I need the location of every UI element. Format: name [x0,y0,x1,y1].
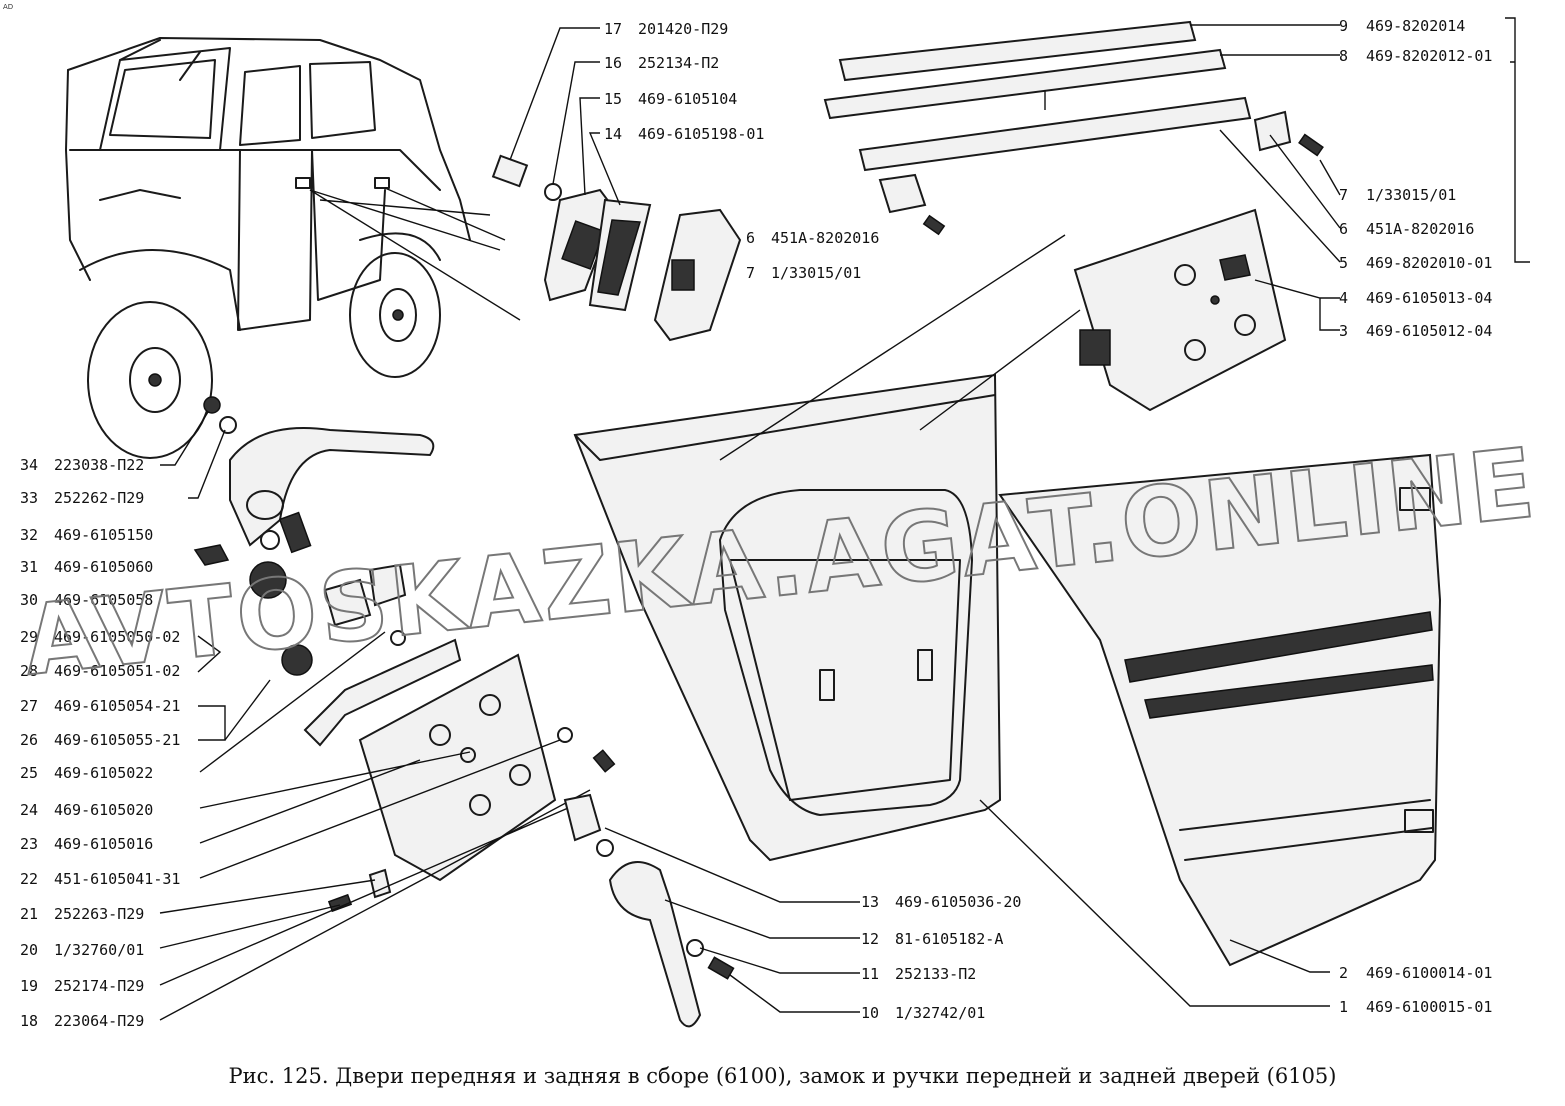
callout-part-code: 469-6105020 [54,801,153,819]
callout-part-code: 81-6105182-А [895,930,1003,948]
callout-number: 14 [604,125,622,143]
callout-number: 32 [20,526,38,544]
callout-part-code: 252263-П29 [54,905,144,923]
callout-part-code: 469-6105012-04 [1366,322,1492,340]
callout-part-code: 469-6105054-21 [54,697,180,715]
callout-number: 7 [1339,186,1348,204]
callout-number: 16 [604,54,622,72]
callout-part-code: 469-6100015-01 [1366,998,1492,1016]
callout-number: 8 [1339,47,1348,65]
callout-number: 33 [20,489,38,507]
callout-number: 29 [20,628,38,646]
callout-number: 7 [746,264,755,282]
callout-part-code: 451-6105041-31 [54,870,180,888]
callout-part-code: 469-6105016 [54,835,153,853]
callout-part-code: 223038-П22 [54,456,144,474]
callout-number: 19 [20,977,38,995]
callout-part-code: 252133-П2 [895,965,976,983]
callout-number: 1 [1339,998,1348,1016]
callouts-top: 17 201420-П29 16 252134-П2 15 469-6105104 14 46… [604,20,765,143]
figure-caption: Рис. 125. Двери передняя и задняя в сбор… [228,1064,1337,1088]
lock-mechanism [1073,208,1340,412]
callout-part-code: 451А-8202016 [771,229,879,247]
callout-part-code: 469-6105198-01 [638,125,764,143]
callout-number: 11 [861,965,879,983]
callout-part-code: 469-8202012-01 [1366,47,1492,65]
vehicle-illustration [65,37,521,459]
callout-part-code: 469-8202010-01 [1366,254,1492,272]
callout-part-code: 252134-П2 [638,54,719,72]
callout-number: 6 [1339,220,1348,238]
callout-part-code: 469-6105050-02 [54,628,180,646]
callout-number: 6 [746,229,755,247]
callouts-mid: 6 451А-8202016 7 1/33015/01 [746,229,879,282]
callout-part-code: 469-6105060 [54,558,153,576]
callout-part-code: 1/33015/01 [1366,186,1456,204]
callout-part-code: 1/32742/01 [895,1004,985,1022]
callout-number: 23 [20,835,38,853]
callouts-bottom: 13 469-6105036-20 12 81-6105182-А 11 252133-П… [861,893,1022,1022]
callout-number: 34 [20,456,38,474]
callout-number: 10 [861,1004,879,1022]
callout-part-code: 1/32760/01 [54,941,144,959]
door-check-rails [823,17,1530,263]
callout-number: 12 [861,930,879,948]
callout-number: 2 [1339,964,1348,982]
callout-part-code: 469-6105051-02 [54,662,180,680]
callout-number: 26 [20,731,38,749]
callout-part-code: 451А-8202016 [1366,220,1474,238]
callout-number: 9 [1339,17,1348,35]
interior-handle-assembly [159,396,616,1021]
callout-part-code: 469-6105055-21 [54,731,180,749]
callout-number: 31 [20,558,38,576]
callout-part-code: 469-6105013-04 [1366,289,1492,307]
callouts-left: 34 223038-П22 33 252262-П29 32 469-6105150 31 4… [20,456,181,1030]
callout-number: 20 [20,941,38,959]
callout-part-code: 252174-П29 [54,977,144,995]
door-inner-panel [573,234,1081,862]
corner-mark: AD [3,3,14,11]
striker-assembly [491,27,742,342]
callout-number: 21 [20,905,38,923]
callout-part-code: 469-6105036-20 [895,893,1021,911]
callout-part-code: 469-6100014-01 [1366,964,1492,982]
callout-part-code: 469-8202014 [1366,17,1465,35]
callout-part-code: 469-6105150 [54,526,153,544]
callout-part-code: 223064-П29 [54,1012,144,1030]
exterior-handle-assembly [563,793,860,1028]
callout-number: 30 [20,591,38,609]
callout-number: 15 [604,90,622,108]
callout-part-code: 1/33015/01 [771,264,861,282]
door-outer-skin [979,453,1442,1007]
callout-part-code: 469-6105022 [54,764,153,782]
callout-part-code: 201420-П29 [638,20,728,38]
callout-number: 28 [20,662,38,680]
callout-part-code: 252262-П29 [54,489,144,507]
callout-part-code: 469-6105058 [54,591,153,609]
callout-number: 24 [20,801,38,819]
callout-number: 25 [20,764,38,782]
callout-number: 22 [20,870,38,888]
callout-number: 3 [1339,322,1348,340]
callout-number: 4 [1339,289,1348,307]
callout-number: 5 [1339,254,1348,272]
callout-number: 18 [20,1012,38,1030]
callout-number: 17 [604,20,622,38]
callout-number: 13 [861,893,879,911]
callout-number: 27 [20,697,38,715]
callout-part-code: 469-6105104 [638,90,737,108]
